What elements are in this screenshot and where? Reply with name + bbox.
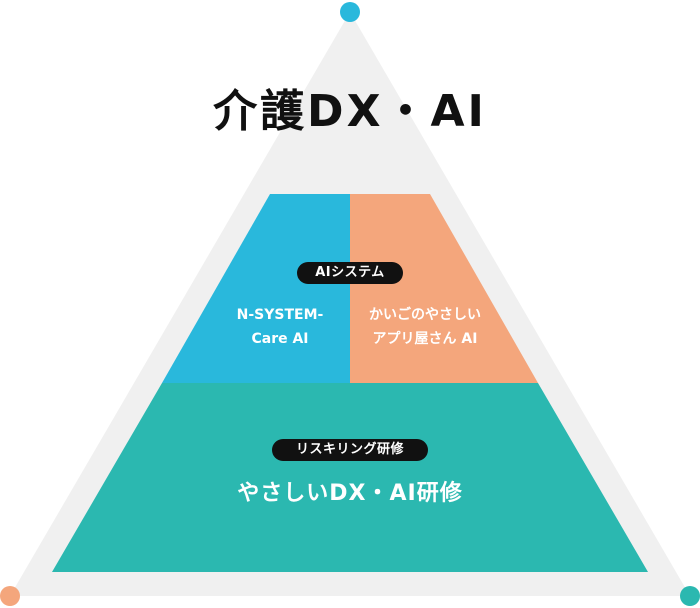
kaigo-app-line1: かいごのやさしい [369, 307, 481, 323]
n-system-care-ai-label: N-SYSTEM- Care AI [210, 303, 350, 351]
bottom-left-dot [0, 586, 20, 606]
dx-ai-training-label: やさしいDX・AI研修 [237, 481, 463, 506]
n-system-line2: Care AI [251, 331, 309, 347]
reskill-band [52, 383, 648, 572]
kaigo-app-ai-label: かいごのやさしい アプリ屋さん AI [350, 303, 500, 351]
bottom-right-dot [680, 586, 700, 606]
n-system-line1: N-SYSTEM- [236, 307, 324, 323]
ai-right-cell [350, 194, 538, 383]
reskilling-tag: リスキリング研修 [272, 439, 428, 461]
ai-system-tag: AIシステム [297, 262, 403, 284]
diagram-title: 介護DX・AI [213, 86, 487, 137]
top-dot [340, 2, 360, 22]
kaigo-app-line2: アプリ屋さん AI [372, 331, 478, 347]
ai-left-cell [162, 194, 350, 383]
